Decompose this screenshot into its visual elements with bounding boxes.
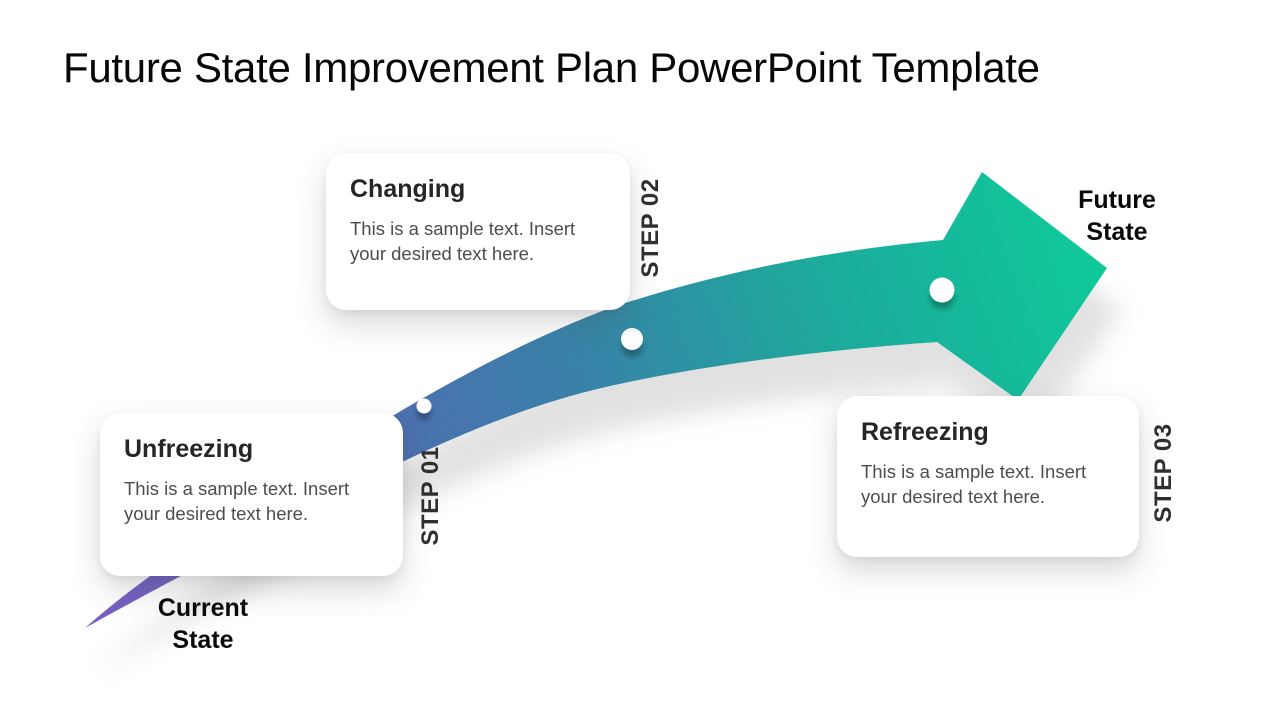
card-changing-title: Changing [350,175,466,203]
card-changing-body: This is a sample text. Insert your desir… [350,218,576,264]
milestone-dot-2 [621,328,643,350]
card-refreezing-body: This is a sample text. Insert your desir… [861,461,1087,507]
current-state-label: Current State [157,594,249,654]
step-01-label: STEP 01 [417,446,444,546]
milestone-dot-1 [416,398,432,414]
card-refreezing-title: Refreezing [861,418,989,446]
step-03-label: STEP 03 [1150,423,1177,523]
card-unfreezing: Unfreezing This is a sample text. Insert… [100,413,403,576]
step-02-label: STEP 02 [637,178,664,278]
card-unfreezing-title: Unfreezing [124,435,254,463]
card-unfreezing-body: This is a sample text. Insert your desir… [124,478,350,524]
future-state-label: Future State [1078,186,1156,246]
card-refreezing: Refreezing This is a sample text. Insert… [837,396,1139,557]
milestone-dot-3 [929,277,955,303]
curved-arrow [85,172,1107,628]
slide-title: Future State Improvement Plan PowerPoint… [63,44,1040,91]
card-changing: Changing This is a sample text. Insert y… [326,153,630,310]
